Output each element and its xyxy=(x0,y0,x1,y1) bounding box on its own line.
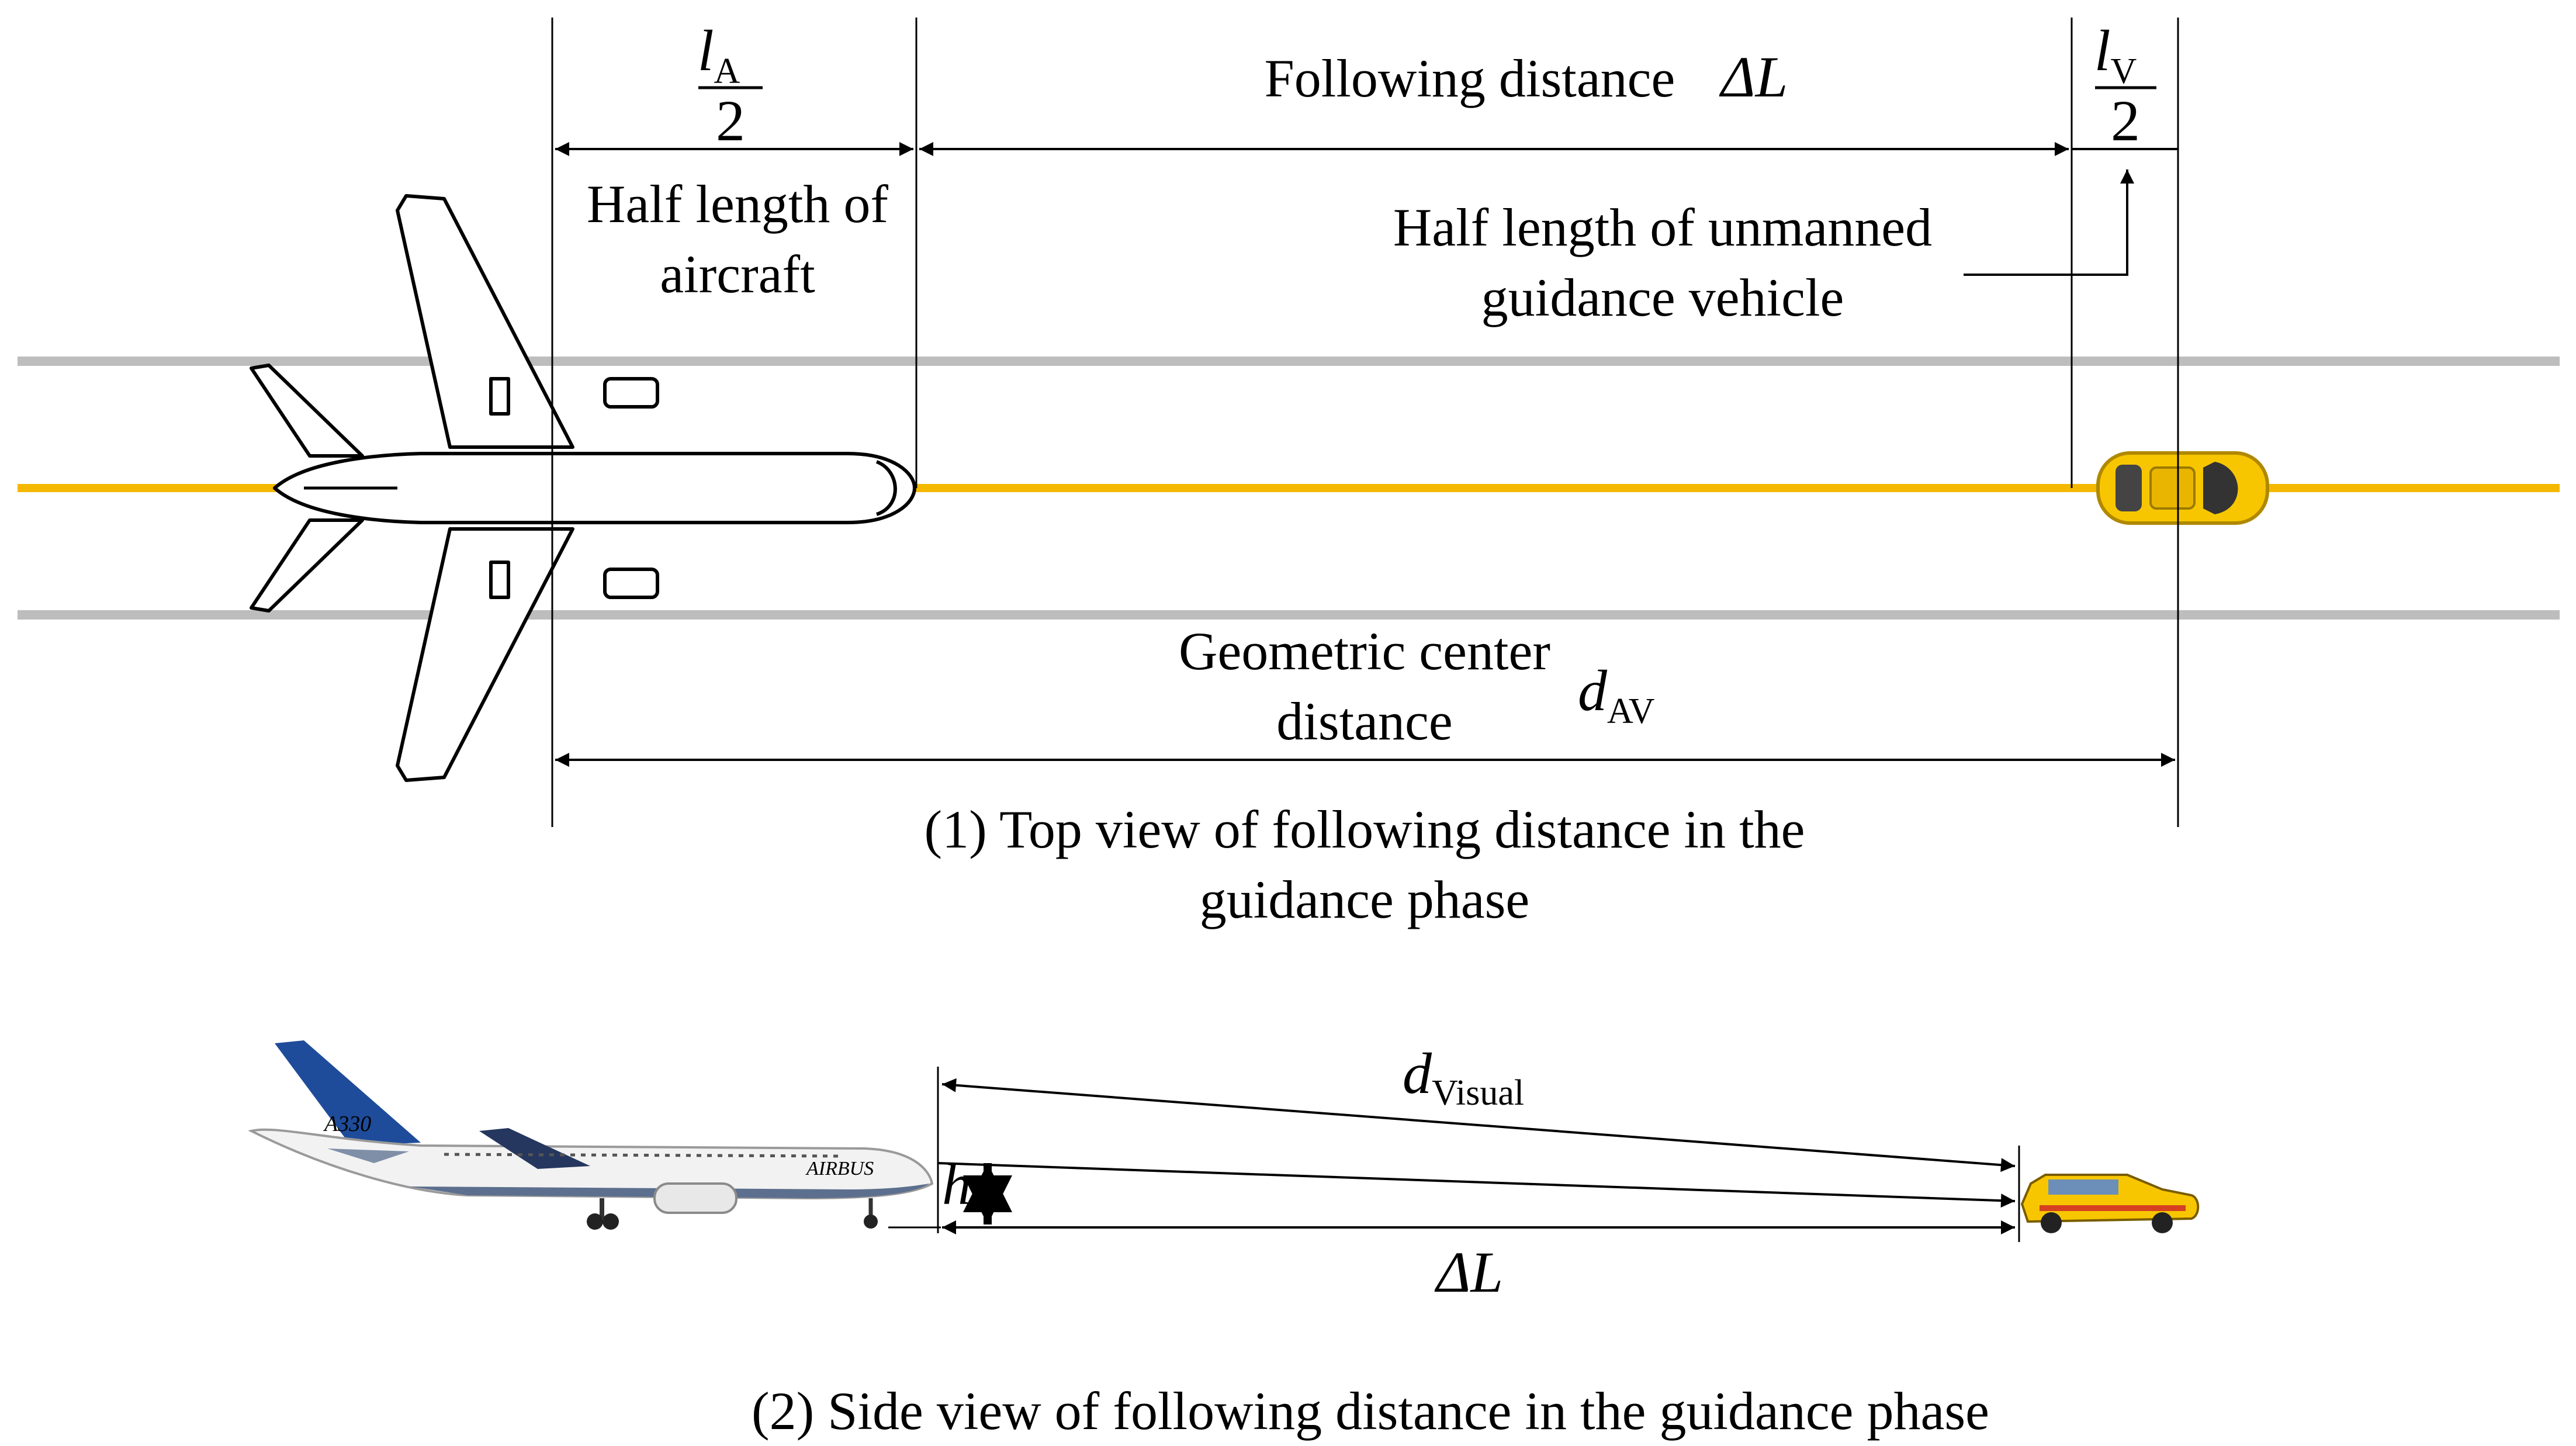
top-view: lA 2 lV 2 Half length of aircraft Follow… xyxy=(18,18,2560,929)
svg-text:lA: lA xyxy=(698,18,740,91)
side-view-caption: (2) Side view of following distance in t… xyxy=(752,1381,1989,1441)
h-symbol: h xyxy=(942,1152,971,1217)
delta-l-symbol: ΔL xyxy=(1434,1240,1503,1305)
geometric-center-label: Geometric center xyxy=(1179,621,1550,681)
line-of-sight xyxy=(937,1162,2016,1208)
d-av-symbol: dAV xyxy=(1578,658,1655,731)
d-visual-symbol: dVisual xyxy=(1403,1041,1524,1113)
top-view-caption: (1) Top view of following distance in th… xyxy=(925,800,1805,859)
half-length-vehicle-label-line2: guidance vehicle xyxy=(1481,268,1844,327)
guidance-vehicle-side-view xyxy=(2020,1174,2200,1233)
half-length-aircraft-label: Half length of xyxy=(587,174,888,234)
half-length-aircraft-label-line2: aircraft xyxy=(660,244,815,304)
geometric-center-label-line2: distance xyxy=(1276,691,1452,751)
half-length-vehicle-label: Half length of unmanned xyxy=(1393,198,1932,257)
svg-text:A330: A330 xyxy=(323,1112,371,1136)
fraction-lv-over-2: lV 2 xyxy=(2094,18,2156,153)
svg-text:lV: lV xyxy=(2094,18,2137,91)
vehicle-leader-line xyxy=(1964,169,2134,276)
top-view-caption-line2: guidance phase xyxy=(1200,870,1530,929)
d-visual-arrow xyxy=(941,1078,2016,1172)
fraction-la-over-2: lA 2 xyxy=(698,18,763,153)
svg-text:2: 2 xyxy=(716,88,745,153)
aircraft-top-view xyxy=(250,194,916,782)
guidance-vehicle-top-view xyxy=(2096,451,2269,525)
side-view: A330 AIRBUS xyxy=(248,1040,2200,1441)
aircraft-side-view: A330 AIRBUS xyxy=(248,1040,934,1230)
svg-text:2: 2 xyxy=(2111,88,2140,153)
svg-text:AIRBUS: AIRBUS xyxy=(805,1158,874,1179)
following-distance-label: Following distance xyxy=(1265,49,1675,108)
following-distance-symbol: ΔL xyxy=(1719,44,1788,109)
